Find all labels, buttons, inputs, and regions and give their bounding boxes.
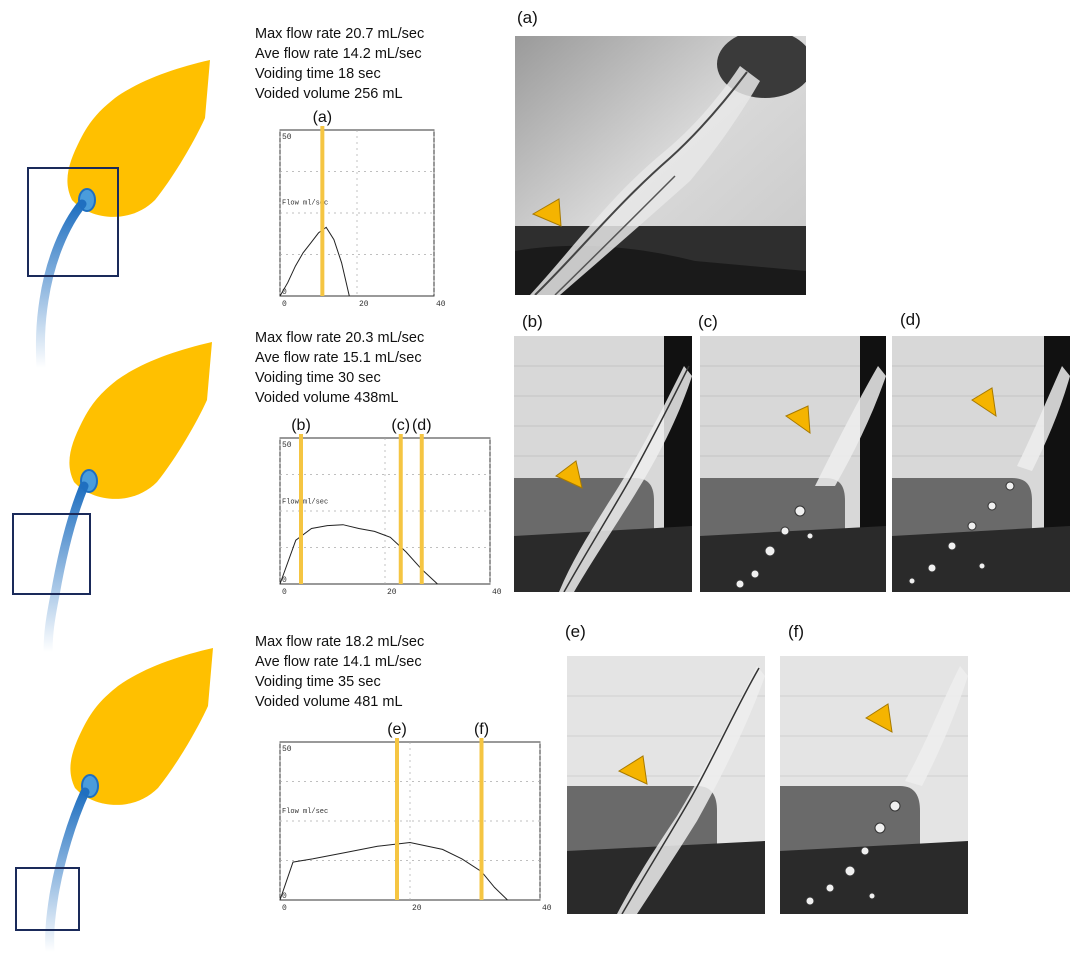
x-tick-label: 20 xyxy=(387,588,397,597)
x-tick-label: 40 xyxy=(436,300,446,309)
stat-max-flow: Max flow rate 20.7 mL/sec xyxy=(255,26,425,42)
stat-voided-volume: Voided volume 256 mL xyxy=(255,86,403,102)
observation-box-1 xyxy=(27,167,119,277)
stat-ave-flow: Ave flow rate 14.2 mL/sec xyxy=(255,46,422,62)
x-tick-label: 20 xyxy=(412,904,422,913)
photo-e xyxy=(567,656,765,914)
x-tick-label: 0 xyxy=(282,904,287,913)
arrow-marker xyxy=(555,460,583,489)
photo-a xyxy=(515,36,806,295)
stats-block-3: Max flow rate 18.2 mL/sec Ave flow rate … xyxy=(255,632,424,712)
photo-label-e: (e) xyxy=(565,622,586,641)
stat-voiding-time: Voiding time 18 sec xyxy=(255,66,381,82)
y-axis-label: Flow ml/sec xyxy=(282,200,328,208)
marker-label: (a) xyxy=(313,110,333,126)
observation-box-2 xyxy=(12,513,91,595)
marker-label: (e) xyxy=(387,721,407,738)
photo-f xyxy=(780,656,968,914)
arrow-marker xyxy=(971,387,997,418)
observation-box-3 xyxy=(15,867,80,931)
photo-label-d: (d) xyxy=(900,310,921,329)
arrow-marker xyxy=(617,755,648,785)
arrow-marker xyxy=(531,198,562,227)
stats-block-1: Max flow rate 20.7 mL/sec Ave flow rate … xyxy=(255,24,424,104)
marker-label: (d) xyxy=(412,417,432,434)
y-tick-label: 50 xyxy=(282,745,292,754)
stat-max-flow: Max flow rate 20.3 mL/sec xyxy=(255,330,425,346)
stat-ave-flow: Ave flow rate 15.1 mL/sec xyxy=(255,350,422,366)
arrow-marker xyxy=(865,703,893,733)
glans-illustration-2 xyxy=(12,342,212,657)
glans-illustration-3 xyxy=(15,648,213,957)
arrow-marker xyxy=(785,405,811,435)
photo-c xyxy=(700,336,886,592)
x-tick-label: 40 xyxy=(492,588,502,597)
glans-illustration-1 xyxy=(27,60,210,373)
stat-max-flow: Max flow rate 18.2 mL/sec xyxy=(255,634,425,650)
schematic-illustrations xyxy=(12,60,213,957)
y-axis-label: Flow ml/sec xyxy=(282,808,328,816)
x-tick-label: 0 xyxy=(282,588,287,597)
stat-voided-volume: Voided volume 438mL xyxy=(255,390,399,406)
y-tick-label: 0 xyxy=(282,576,287,585)
marker-label: (c) xyxy=(391,417,410,434)
y-tick-label: 50 xyxy=(282,441,292,450)
x-tick-label: 40 xyxy=(542,904,552,913)
marker-label: (f) xyxy=(474,721,489,738)
y-tick-label: 0 xyxy=(282,288,287,297)
y-tick-label: 50 xyxy=(282,133,292,142)
y-tick-label: 0 xyxy=(282,892,287,901)
x-tick-label: 20 xyxy=(359,300,369,309)
photo-label-c: (c) xyxy=(698,312,718,331)
flow-curve xyxy=(279,226,350,297)
stat-voiding-time: Voiding time 35 sec xyxy=(255,674,381,690)
stats-block-2: Max flow rate 20.3 mL/sec Ave flow rate … xyxy=(255,328,424,408)
stat-voiding-time: Voiding time 30 sec xyxy=(255,370,381,386)
flow-curve xyxy=(279,524,438,585)
photo-b xyxy=(514,336,692,592)
stat-voided-volume: Voided volume 481 mL xyxy=(255,694,403,710)
y-axis-label: Flow ml/sec xyxy=(282,499,328,507)
photo-label-b: (b) xyxy=(522,312,543,331)
stat-ave-flow: Ave flow rate 14.1 mL/sec xyxy=(255,654,422,670)
marker-label: (b) xyxy=(291,417,311,434)
x-tick-label: 0 xyxy=(282,300,287,309)
photo-d xyxy=(892,336,1070,592)
flow-curve xyxy=(279,841,508,901)
photo-label-a: (a) xyxy=(517,8,538,27)
photo-label-f: (f) xyxy=(788,622,805,641)
